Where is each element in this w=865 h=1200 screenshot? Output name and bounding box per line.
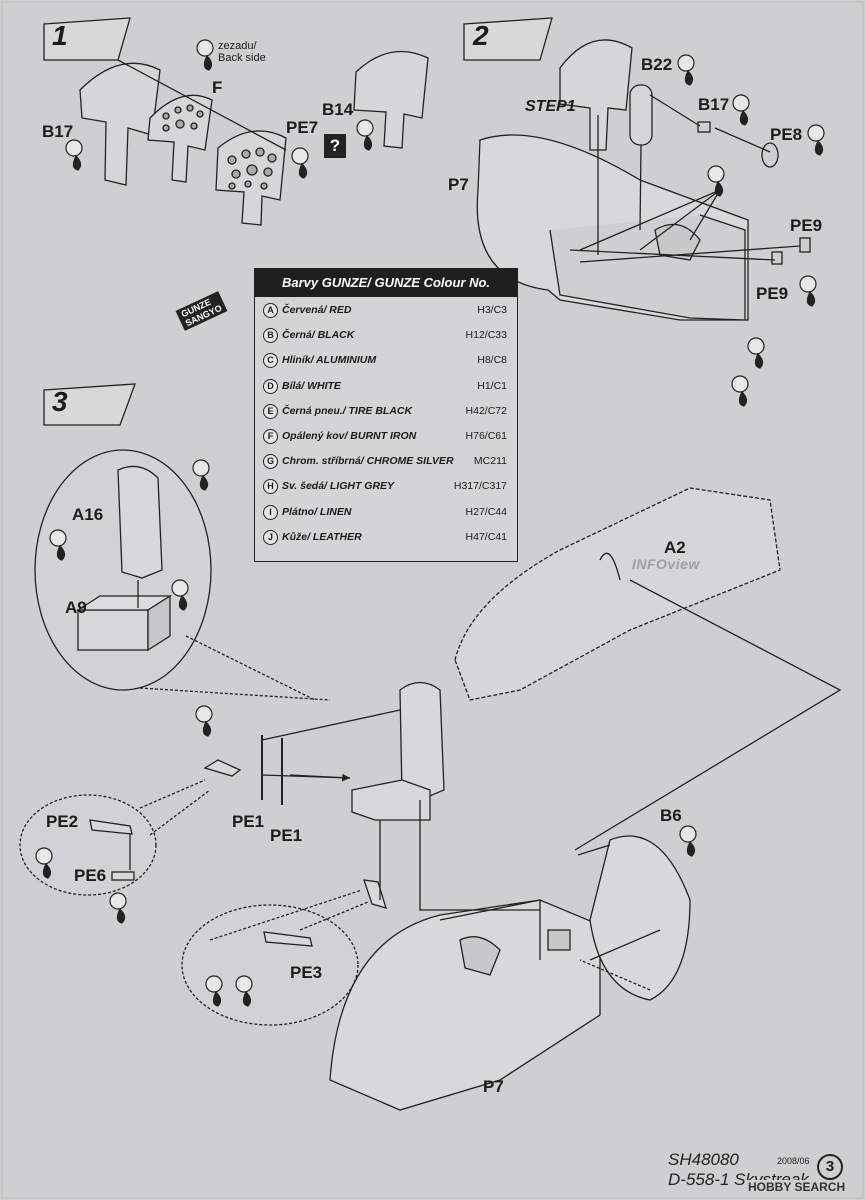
colour-name: Červená/ RED: [282, 304, 352, 316]
colour-row: D Bílá/ WHITE H1/C1: [255, 373, 517, 398]
label-pe1-a: PE1: [232, 812, 265, 831]
colour-code: H47/C41: [465, 530, 507, 543]
colour-key: I: [263, 504, 278, 520]
colour-name: Černá pneu./ TIRE BLACK: [282, 404, 413, 417]
label-b17-step2: B17: [698, 95, 730, 114]
colour-key: B: [263, 328, 278, 344]
label-b17: B17: [42, 122, 74, 141]
colour-row: I Plátno/ LINEN H27/C44: [255, 499, 517, 524]
colour-code: H317/C317: [453, 480, 507, 493]
colour-row: G Chrom. stříbrná/ CHROME SILVER MC211: [255, 448, 517, 473]
label-pe6: PE6: [74, 866, 107, 885]
label-b22: B22: [641, 55, 673, 74]
colour-key: H: [263, 479, 278, 495]
label-pe9-lower: PE9: [756, 284, 789, 303]
colour-code: H12/C33: [465, 329, 507, 342]
colour-key: G: [263, 454, 278, 470]
colour-row: J Kůže/ LEATHER H47/C41: [255, 524, 517, 549]
label-pe3: PE3: [290, 963, 323, 982]
label-step1-ref: STEP1: [525, 98, 576, 115]
colour-name: Bílá/ WHITE: [282, 379, 341, 392]
colour-row: E Černá pneu./ TIRE BLACK H42/C72: [255, 398, 517, 423]
print-date: 2008/06: [777, 1156, 810, 1166]
back-side-note: zezadu/ Back side: [218, 40, 266, 64]
page-number: 3: [817, 1154, 843, 1180]
step-3-number: 3: [52, 386, 68, 417]
hobby-search-watermark: HOBBY SEARCH: [745, 1180, 849, 1194]
label-f: F: [212, 78, 223, 97]
label-pe2: PE2: [46, 812, 79, 831]
colour-table-title: Barvy GUNZE/ GUNZE Colour No.: [255, 269, 517, 297]
step-1-number: 1: [52, 20, 68, 51]
colour-row: F Opálený kov/ BURNT IRON H76/C61: [255, 423, 517, 448]
colour-name: Chrom. stříbrná/ CHROME SILVER: [282, 455, 454, 468]
colour-name: Hliník/ ALUMINIUM: [282, 354, 377, 367]
label-a9: A9: [65, 598, 87, 617]
colour-row: A Červená/ RED H3/C3: [255, 297, 517, 322]
colour-name: Černá/ BLACK: [282, 329, 355, 342]
gunze-colour-table: Barvy GUNZE/ GUNZE Colour No. A Červená/ …: [254, 268, 518, 562]
colour-code: H1/C1: [477, 379, 507, 392]
colour-code: H27/C44: [465, 505, 507, 518]
colour-row: H Sv. šedá/ LIGHT GREY H317/C317: [255, 473, 517, 498]
colour-row: C Hliník/ ALUMINIUM H8/C8: [255, 347, 517, 372]
colour-name: Plátno/ LINEN: [282, 505, 352, 518]
label-b14: B14: [322, 100, 354, 119]
colour-name: Kůže/ LEATHER: [282, 530, 362, 543]
label-pe1-b: PE1: [270, 826, 303, 845]
step-2-number: 2: [473, 20, 489, 51]
colour-code: MC211: [473, 455, 507, 468]
label-pe7: PE7: [286, 118, 319, 137]
colour-code: H76/C61: [465, 429, 507, 442]
infoview-watermark: INFOview: [632, 556, 700, 572]
label-p7-step3: P7: [483, 1077, 504, 1096]
label-p7-step2: P7: [448, 175, 469, 194]
colour-code: H42/C72: [465, 404, 507, 417]
colour-code: H8/C8: [477, 354, 507, 367]
colour-name: Opálený kov/ BURNT IRON: [282, 429, 417, 442]
label-a16: A16: [72, 505, 104, 524]
colour-key: E: [263, 403, 278, 419]
colour-row: B Černá/ BLACK H12/C33: [255, 322, 517, 347]
label-pe8: PE8: [770, 125, 803, 144]
colour-key: J: [263, 529, 278, 545]
colour-key: D: [263, 378, 278, 394]
colour-code: H3/C3: [477, 304, 507, 316]
label-pe9-upper: PE9: [790, 216, 823, 235]
label-a2: A2: [664, 538, 686, 557]
colour-name: Sv. šedá/ LIGHT GREY: [282, 480, 395, 493]
kit-code: SH48080: [668, 1150, 739, 1169]
colour-key: F: [263, 428, 278, 444]
colour-key: C: [263, 353, 278, 369]
label-b6: B6: [660, 806, 682, 825]
question-mark-box: ?: [324, 134, 346, 158]
colour-key: A: [263, 303, 278, 318]
